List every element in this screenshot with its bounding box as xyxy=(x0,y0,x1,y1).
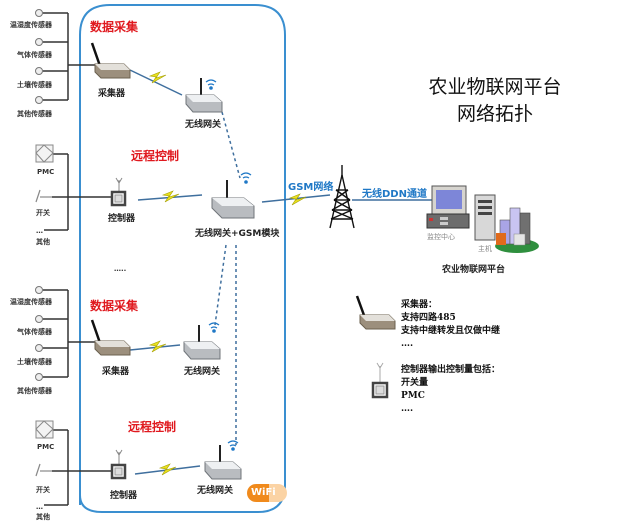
input-label-switch: 开关 xyxy=(36,209,50,217)
sensor-label: 气体传感器 xyxy=(17,51,52,59)
legend-line: 控制器输出控制量包括： xyxy=(401,365,501,375)
legend-line: PMC xyxy=(401,391,425,401)
bolt-icon xyxy=(158,463,177,476)
group-heading-data-collection: 数据采集 xyxy=(90,299,139,313)
input-ellipsis: … xyxy=(36,227,43,235)
legend-line: 支持中继转发且仅做中继 xyxy=(401,326,501,336)
sensor-icon xyxy=(35,286,43,294)
collector-legend-icon xyxy=(355,295,396,330)
bolt-icon xyxy=(161,190,180,203)
sensor-bus-1 xyxy=(43,12,95,101)
group-heading-remote-control: 远程控制 xyxy=(128,420,177,434)
group-heading-remote-control: 远程控制 xyxy=(131,149,180,163)
legend-collector-text: 采集器： 支持四路485 支持中继转发且仅做中继 …. xyxy=(401,299,500,351)
controller-label: 控制器 xyxy=(110,491,138,501)
sensor-icon xyxy=(35,96,43,104)
legend-line: …. xyxy=(401,404,414,414)
monitor-center-label: 监控中心 xyxy=(427,233,455,241)
cluster-frame xyxy=(79,4,286,513)
bolt-icon xyxy=(288,193,307,206)
wireless-gateway-icon xyxy=(185,78,223,113)
controller-icon xyxy=(110,449,127,480)
sensor-icon xyxy=(35,344,43,352)
sensor-label: 土壤传感器 xyxy=(17,358,52,366)
gateway-label: 无线网关 xyxy=(197,486,234,496)
switch-icon xyxy=(35,189,52,203)
input-label-pmc: PMC xyxy=(37,168,55,176)
wireless-gateway-icon xyxy=(183,322,221,360)
legend-controller-text: 控制器输出控制量包括： 开关量 PMC …. xyxy=(401,364,500,416)
input-label-other: 其他 xyxy=(36,513,50,521)
controller-label: 控制器 xyxy=(108,214,136,224)
bolt-icon xyxy=(148,71,167,84)
input-label-pmc: PMC xyxy=(37,443,55,451)
sensor-label: 其他传感器 xyxy=(17,110,52,118)
wifi-logo-icon: WiFi xyxy=(247,484,287,502)
city-buildings-icon xyxy=(495,207,539,253)
sensor-label: 土壤传感器 xyxy=(17,81,52,89)
input-label-switch: 开关 xyxy=(36,486,50,494)
gsm-network-label: GSM网络 xyxy=(288,182,334,193)
ddn-channel-label: 无线DDN通道 xyxy=(362,189,427,200)
gateway-label: 无线网关 xyxy=(185,120,222,130)
sensor-bus-2 xyxy=(43,289,95,378)
host-label: 主机 xyxy=(478,245,492,253)
legend-line: 开关量 xyxy=(401,378,429,388)
input-label-other: 其他 xyxy=(36,238,50,246)
platform-name: 农业物联网平台 xyxy=(442,265,506,275)
controller-icon xyxy=(110,177,127,207)
central-gateway-label: 无线网关+GSM模块 xyxy=(195,229,280,239)
sensor-icon xyxy=(35,315,43,323)
input-ellipsis: … xyxy=(36,503,43,511)
collector-icon xyxy=(90,42,131,79)
pmc-icon xyxy=(35,144,54,163)
legend-line: 支持四路485 xyxy=(401,313,456,323)
title-line-2: 网络拓扑 xyxy=(456,103,533,125)
bolt-icon xyxy=(148,340,167,353)
sensor-icon xyxy=(35,373,43,381)
gateway-label: 无线网关 xyxy=(184,367,221,377)
collector-label: 采集器 xyxy=(98,89,126,99)
collector-label: 采集器 xyxy=(102,367,130,377)
wireless-gateway-icon xyxy=(204,440,242,480)
sensor-icon xyxy=(35,67,43,75)
diagram-title: 农业物联网平台 网络拓扑 xyxy=(410,74,580,128)
middle-ellipsis: ….. xyxy=(114,265,127,273)
legend-line: 采集器： xyxy=(401,300,438,310)
cell-tower-icon xyxy=(329,165,355,229)
collector-icon xyxy=(90,319,131,356)
control-bus-1 xyxy=(44,153,112,231)
sensor-label: 气体传感器 xyxy=(17,328,52,336)
host-server-icon xyxy=(474,194,496,241)
title-line-1: 农业物联网平台 xyxy=(428,76,562,98)
pmc-icon xyxy=(35,420,54,439)
switch-icon xyxy=(35,463,52,477)
sensor-icon xyxy=(35,9,43,17)
sensor-label: 温湿度传感器 xyxy=(10,21,52,29)
sensor-label: 其他传感器 xyxy=(17,387,52,395)
sensor-icon xyxy=(35,38,43,46)
control-bus-2 xyxy=(44,429,112,506)
gsm-gateway-icon xyxy=(211,172,255,219)
wireless-bolts xyxy=(148,71,307,476)
group-heading-data-collection: 数据采集 xyxy=(90,20,139,34)
monitor-center-icon xyxy=(426,185,470,229)
sensor-label: 温湿度传感器 xyxy=(10,298,52,306)
legend-line: …. xyxy=(401,339,414,349)
controller-legend-icon xyxy=(371,362,389,399)
